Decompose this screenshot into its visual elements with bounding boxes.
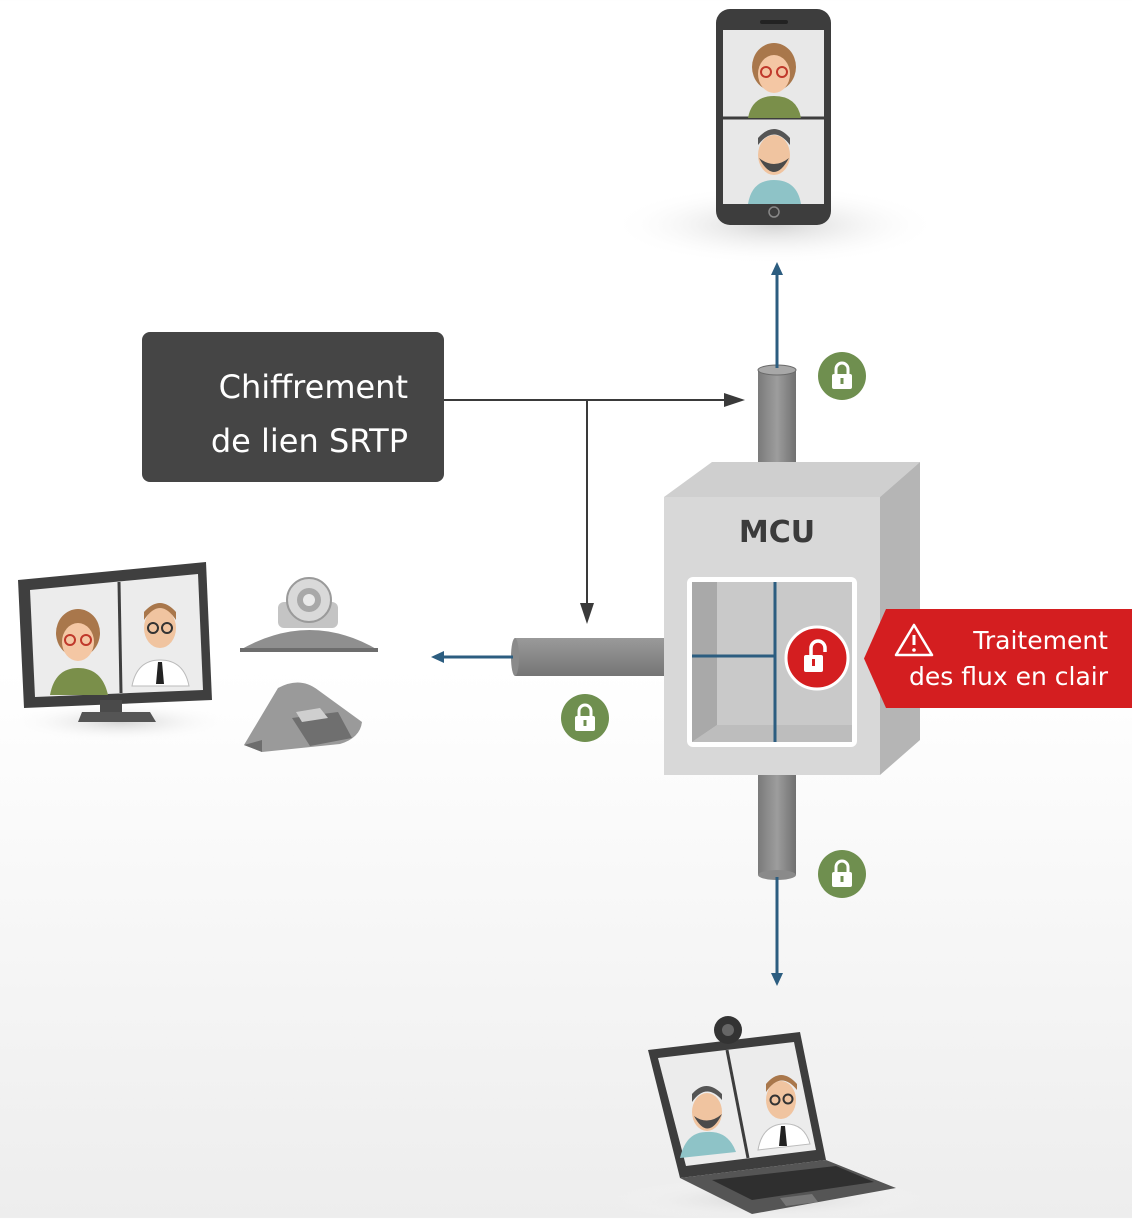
srtp-label-line2: de lien SRTP xyxy=(210,422,408,460)
stream-arrow-down xyxy=(771,877,783,986)
lock-icon xyxy=(818,850,866,898)
srtp-connector xyxy=(444,393,745,624)
speakerphone-icon xyxy=(244,682,362,752)
lock-icon xyxy=(561,694,609,742)
cleartext-warning-banner: Traitement des flux en clair xyxy=(864,609,1132,708)
desktop-monitor-icon xyxy=(10,562,230,742)
stream-arrow-up xyxy=(771,262,783,368)
mcu-title: MCU xyxy=(738,515,816,550)
mcu-box xyxy=(664,462,920,775)
conference-camera-icon xyxy=(240,577,378,652)
stream-arrow-left xyxy=(431,651,513,663)
srtp-label-line1: Chiffrement xyxy=(218,368,408,406)
unlock-icon xyxy=(784,625,850,691)
warning-line1: Traitement xyxy=(973,626,1108,655)
pipe-left xyxy=(511,638,665,676)
warning-triangle-icon xyxy=(894,623,934,657)
warning-line2: des flux en clair xyxy=(909,662,1108,691)
srtp-label-box: Chiffrement de lien SRTP xyxy=(142,332,444,482)
smartphone-icon xyxy=(610,9,940,265)
laptop-icon xyxy=(610,1016,930,1222)
lock-icon xyxy=(818,352,866,400)
pipe-bottom xyxy=(758,775,796,880)
